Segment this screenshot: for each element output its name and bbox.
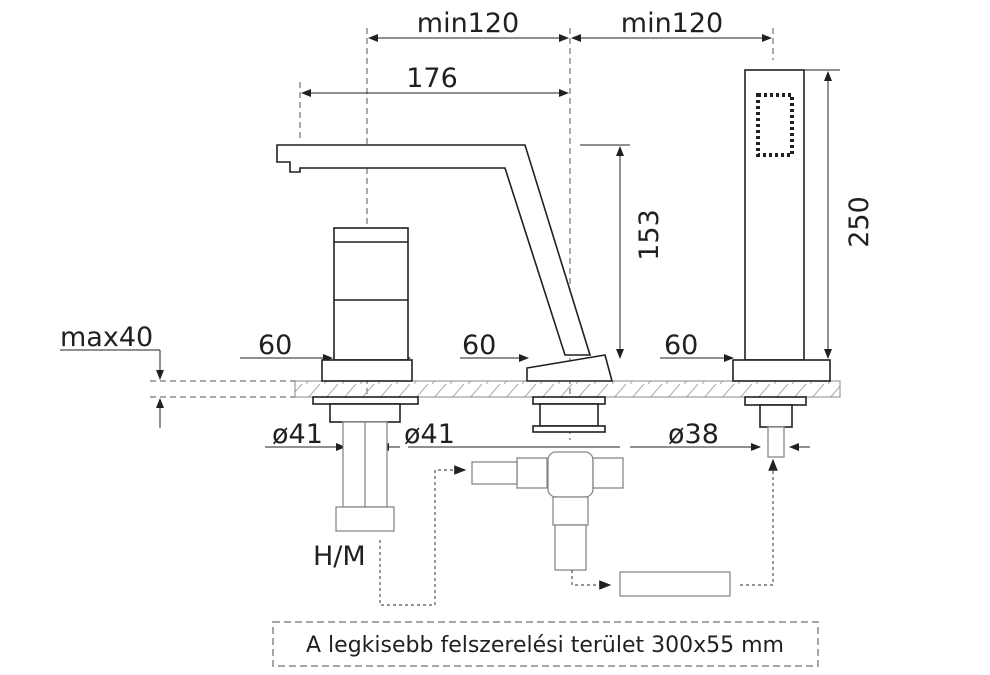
hot-cold-label: H/M [313,541,366,572]
dim-diameter-left-b: ø41 [404,419,455,450]
dim-base-left: 60 [258,330,292,361]
dim-spacing-right: min120 [621,8,723,39]
dim-base-right: 60 [664,330,698,361]
mixer-handle [312,227,419,532]
dim-shower-height: 250 [844,196,875,248]
dim-diameter-left-a: ø41 [272,419,323,450]
dim-base-middle: 60 [462,330,496,361]
install-note: A legkisebb felszerelési terület 300x55 … [306,633,784,658]
connection-paths [379,458,778,606]
dim-spout-reach: 176 [406,63,458,94]
hand-shower [619,69,831,597]
dim-deck-thickness: max40 [60,322,153,353]
install-note-box [272,621,819,667]
dim-spout-height: 153 [634,209,665,261]
deck-surface [150,380,841,398]
spout [276,144,624,571]
dim-diameter-right: ø38 [668,419,719,450]
dim-spacing-left: min120 [417,8,519,39]
dimension-lines [60,34,832,451]
